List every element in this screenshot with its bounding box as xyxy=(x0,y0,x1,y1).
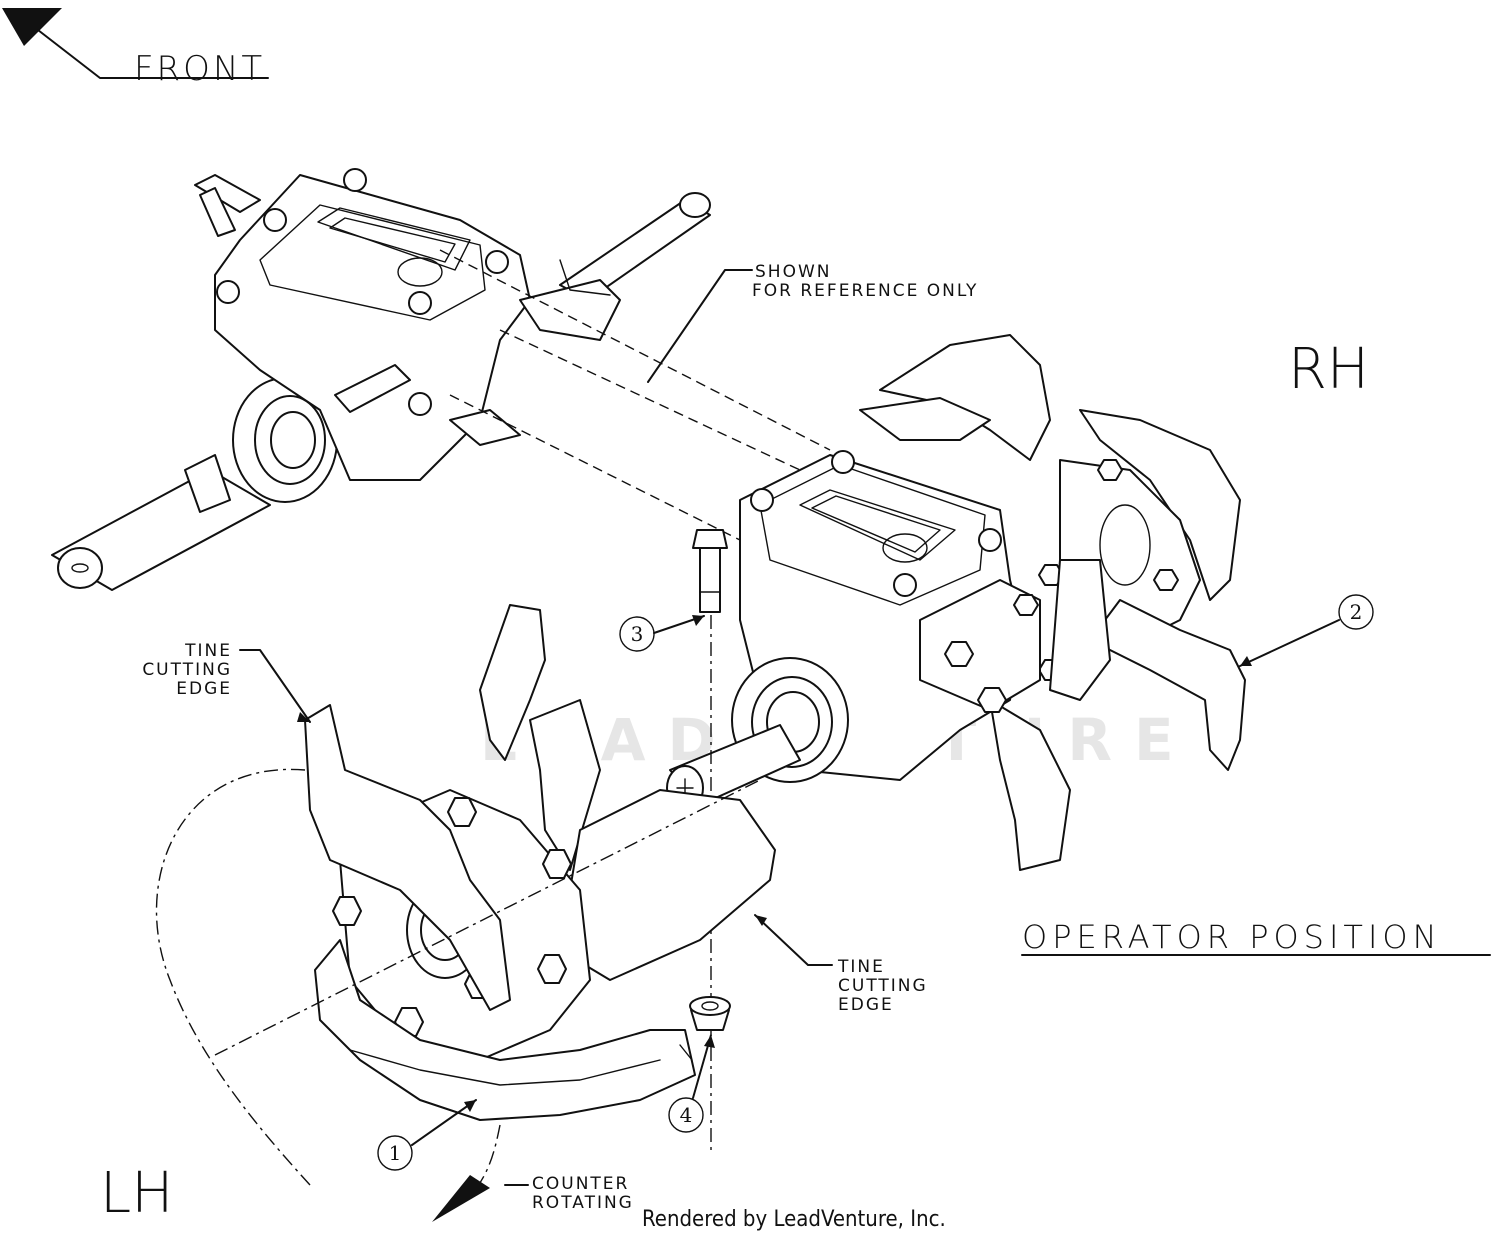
lh-tine-assembly xyxy=(155,604,776,1222)
counter-rotating-line1: COUNTER xyxy=(532,1174,629,1194)
tine-edge-right-line2: CUTTING xyxy=(838,976,928,996)
callout-4-number: 4 xyxy=(680,1103,693,1127)
counter-rotating-arrow-icon xyxy=(432,1175,490,1222)
counter-rotating-line2: ROTATING xyxy=(532,1193,634,1213)
tine-edge-right-line1: TINE xyxy=(837,957,885,977)
shown-label-line1: SHOWN xyxy=(755,262,831,282)
tine-cutting-edge-left-callout: TINE CUTTING EDGE xyxy=(142,641,311,723)
rotation-arc xyxy=(474,1124,501,1191)
shown-label-line2: FOR REFERENCE ONLY xyxy=(752,281,978,301)
callout-4: 4 xyxy=(668,1034,715,1133)
hex-bolt xyxy=(692,529,728,613)
callout-1: 1 xyxy=(377,1099,477,1171)
reference-leader xyxy=(647,269,753,383)
rh-label: RH xyxy=(1288,337,1369,402)
alignment-line xyxy=(439,249,831,451)
front-label: FRONT xyxy=(134,49,265,89)
tine-cutting-edge-right-callout: TINE CUTTING EDGE xyxy=(754,914,928,1015)
tine-edge-right-line3: EDGE xyxy=(838,995,894,1015)
tine-edge-left-line2: CUTTING xyxy=(142,660,232,680)
tine-axis-line xyxy=(214,779,761,1056)
alignment-line xyxy=(499,329,801,471)
callout-1-number: 1 xyxy=(389,1141,402,1165)
tine-edge-left-line3: EDGE xyxy=(176,679,232,699)
rh-tine-assembly xyxy=(666,334,1246,871)
callout-3: 3 xyxy=(619,615,705,652)
front-arrow-icon xyxy=(2,8,269,79)
callout-2-number: 2 xyxy=(1350,600,1363,624)
operator-position-label: OPERATOR POSITION xyxy=(1022,918,1442,956)
reference-gearbox xyxy=(51,168,711,591)
callout-3-number: 3 xyxy=(631,622,644,646)
tine-edge-left-line1: TINE xyxy=(184,641,232,661)
rotation-arc xyxy=(155,768,311,1186)
callout-2: 2 xyxy=(1239,594,1374,667)
lh-label: LH xyxy=(100,1161,173,1226)
alignment-line xyxy=(449,394,781,561)
flange-nut xyxy=(689,996,731,1031)
credit-text: Rendered by LeadVenture, Inc. xyxy=(642,1207,946,1232)
